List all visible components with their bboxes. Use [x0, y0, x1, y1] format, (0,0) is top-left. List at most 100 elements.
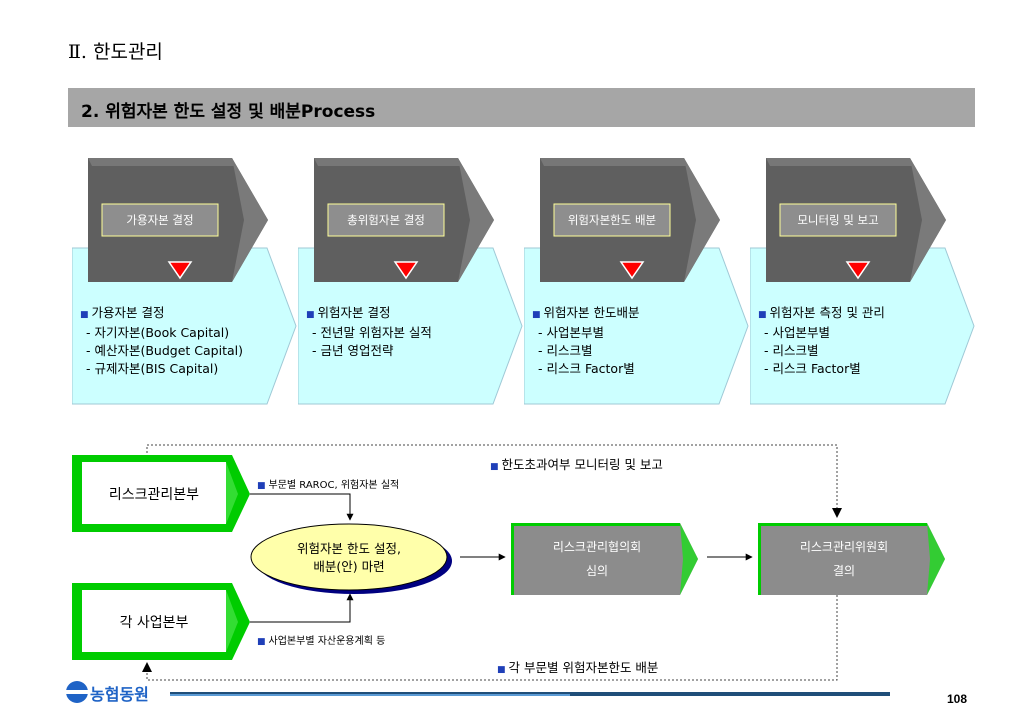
biz-dept-label: 각 사업본부 [119, 615, 189, 631]
desc-text: - 규제자본(BIS Capital) [86, 361, 219, 376]
footer-bar-light [170, 694, 570, 696]
council-line1: 리스크관리협의회 [552, 540, 642, 554]
desc-item: - 규제자본(BIS Capital) [80, 360, 270, 378]
down-marker-icon [167, 261, 193, 280]
bullet-icon: ■ [257, 481, 266, 491]
section-title: Ⅱ. 한도관리 [68, 41, 163, 63]
process-step-shapes [524, 158, 749, 405]
process-step-title: 위험자본한도 배분 [567, 213, 657, 227]
footer-logo-text: 농협동원 [90, 685, 149, 704]
note-top: ■부문별 RAROC, 위험자본 실적 [257, 476, 399, 491]
title-chevron-top [766, 158, 914, 166]
note-bottom-text: 사업본부별 자산운용계획 등 [268, 636, 386, 647]
process-step-desc: ■위험자본 한도배분- 사업본부별 - 리스크별 - 리스크 Factor별 [532, 304, 722, 378]
distribute-arrowhead [142, 662, 152, 672]
desc-text: - 리스크별 [764, 343, 819, 358]
bullet-icon: ■ [80, 310, 89, 320]
process-step-desc: ■위험자본 측정 및 관리- 사업본부별- 리스크별- 리스크 Factor별 [758, 304, 948, 378]
center-line2: 배분(안) 마련 [313, 559, 385, 574]
process-step-title: 가용자본 결정 [126, 213, 194, 227]
desc-item: - 리스크별 [758, 342, 948, 360]
title-box [553, 203, 671, 237]
center-oval [250, 523, 448, 591]
title-box [779, 203, 897, 237]
center-oval-text: 위험자본 한도 설정, 배분(안) 마련 [251, 540, 447, 576]
risk-dept-label: 리스크관리본부 [108, 487, 200, 503]
desc-text: - 자기자본(Book Capital) [86, 325, 230, 340]
title-chevron-edge [910, 158, 946, 282]
bullet-icon: ■ [497, 665, 506, 675]
subtitle-text: 2. 위험자본 한도 설정 및 배분Process [81, 102, 376, 122]
desc-item: - 사업본부별 [532, 324, 722, 342]
down-marker-icon [845, 261, 871, 280]
desc-item: - 금년 영업전략 [306, 342, 496, 360]
biz-dept-box [72, 583, 250, 660]
risk-to-center-line [250, 493, 354, 521]
council-line2: 심의 [585, 564, 609, 578]
process-step-1: 가용자본 결정■가용자본 결정- 자기자본(Book Capital)- 예산자… [72, 158, 297, 408]
biz-to-center-line [250, 593, 354, 623]
note-top-text: 부문별 RAROC, 위험자본 실적 [268, 480, 400, 491]
desc-item: - 예산자본(Budget Capital) [80, 342, 270, 360]
desc-item: - 리스크별 [532, 342, 722, 360]
down-marker-icon [619, 261, 645, 280]
desc-heading: ■가용자본 결정 [80, 304, 270, 324]
desc-heading: ■위험자본 결정 [306, 304, 496, 324]
process-step-desc: ■가용자본 결정- 자기자본(Book Capital)- 예산자본(Budge… [80, 304, 270, 378]
title-box [101, 203, 219, 237]
desc-item: - 자기자본(Book Capital) [80, 324, 270, 342]
desc-text: 위험자본 측정 및 관리 [769, 305, 885, 320]
desc-item: - 리스크 Factor별 [532, 360, 722, 378]
desc-text: - 금년 영업전략 [312, 343, 394, 358]
monitor-label: ■한도초과여부 모니터링 및 보고 [490, 454, 663, 473]
desc-text: - 예산자본(Budget Capital) [86, 343, 243, 358]
desc-text: - 리스크 Factor별 [764, 361, 861, 376]
council-text: 리스크관리협의회 심의 [514, 535, 680, 583]
bullet-icon: ■ [306, 310, 315, 320]
desc-text: - 리스크별 [538, 343, 593, 358]
desc-text: 가용자본 결정 [91, 305, 165, 320]
desc-heading: ■위험자본 측정 및 관리 [758, 304, 948, 324]
desc-text: - 사업본부별 [764, 325, 830, 340]
monitor-label-text: 한도초과여부 모니터링 및 보고 [501, 457, 663, 472]
process-step-4: 모니터링 및 보고■위험자본 측정 및 관리- 사업본부별- 리스크별- 리스크… [750, 158, 975, 408]
committee-text: 리스크관리위원회 결의 [761, 535, 927, 583]
process-step-title: 모니터링 및 보고 [797, 213, 879, 227]
desc-item: - 리스크 Factor별 [758, 360, 948, 378]
down-marker-icon [393, 261, 419, 280]
risk-dept-box [72, 455, 250, 532]
committee-line2: 결의 [832, 564, 856, 578]
desc-item: - 사업본부별 [758, 324, 948, 342]
process-step-2: 총위험자본 결정 ■위험자본 결정- 전년말 위험자본 실적- 금년 영업전략 [298, 158, 523, 408]
distribute-loop-line [146, 595, 838, 681]
distribute-label-text: 각 부문별 위험자본한도 배분 [508, 660, 659, 675]
subtitle-bar: 2. 위험자본 한도 설정 및 배분Process [68, 88, 975, 127]
distribute-label: ■각 부문별 위험자본한도 배분 [497, 657, 658, 676]
desc-text: - 리스크 Factor별 [538, 361, 635, 376]
title-chevron-top [314, 158, 462, 166]
process-step-shapes [298, 158, 523, 405]
title-chevron-top [540, 158, 688, 166]
desc-text: 위험자본 한도배분 [543, 305, 640, 320]
title-chevron-edge [684, 158, 720, 282]
council-box [511, 523, 698, 595]
title-chevron-top [88, 158, 236, 166]
process-step-3: 위험자본한도 배분 ■위험자본 한도배분- 사업본부별 - 리스크별 - 리스크 Fa… [524, 158, 749, 408]
title-chevron-edge [458, 158, 494, 282]
process-step-shapes [750, 158, 975, 405]
committee-box [758, 523, 945, 595]
desc-text: - 사업본부별 [538, 325, 604, 340]
bullet-icon: ■ [490, 462, 499, 472]
process-step-desc: ■위험자본 결정- 전년말 위험자본 실적- 금년 영업전략 [306, 304, 496, 360]
desc-heading: ■위험자본 한도배분 [532, 304, 722, 324]
bullet-icon: ■ [758, 310, 767, 320]
bullet-icon: ■ [257, 637, 266, 647]
title-box [327, 203, 445, 237]
process-step-title: 총위험자본 결정 [347, 213, 425, 227]
logo-icon [66, 681, 88, 703]
monitor-arrowhead [832, 508, 842, 518]
note-bottom: ■사업본부별 자산운용계획 등 [257, 632, 385, 647]
page-number: 108 [946, 692, 967, 706]
